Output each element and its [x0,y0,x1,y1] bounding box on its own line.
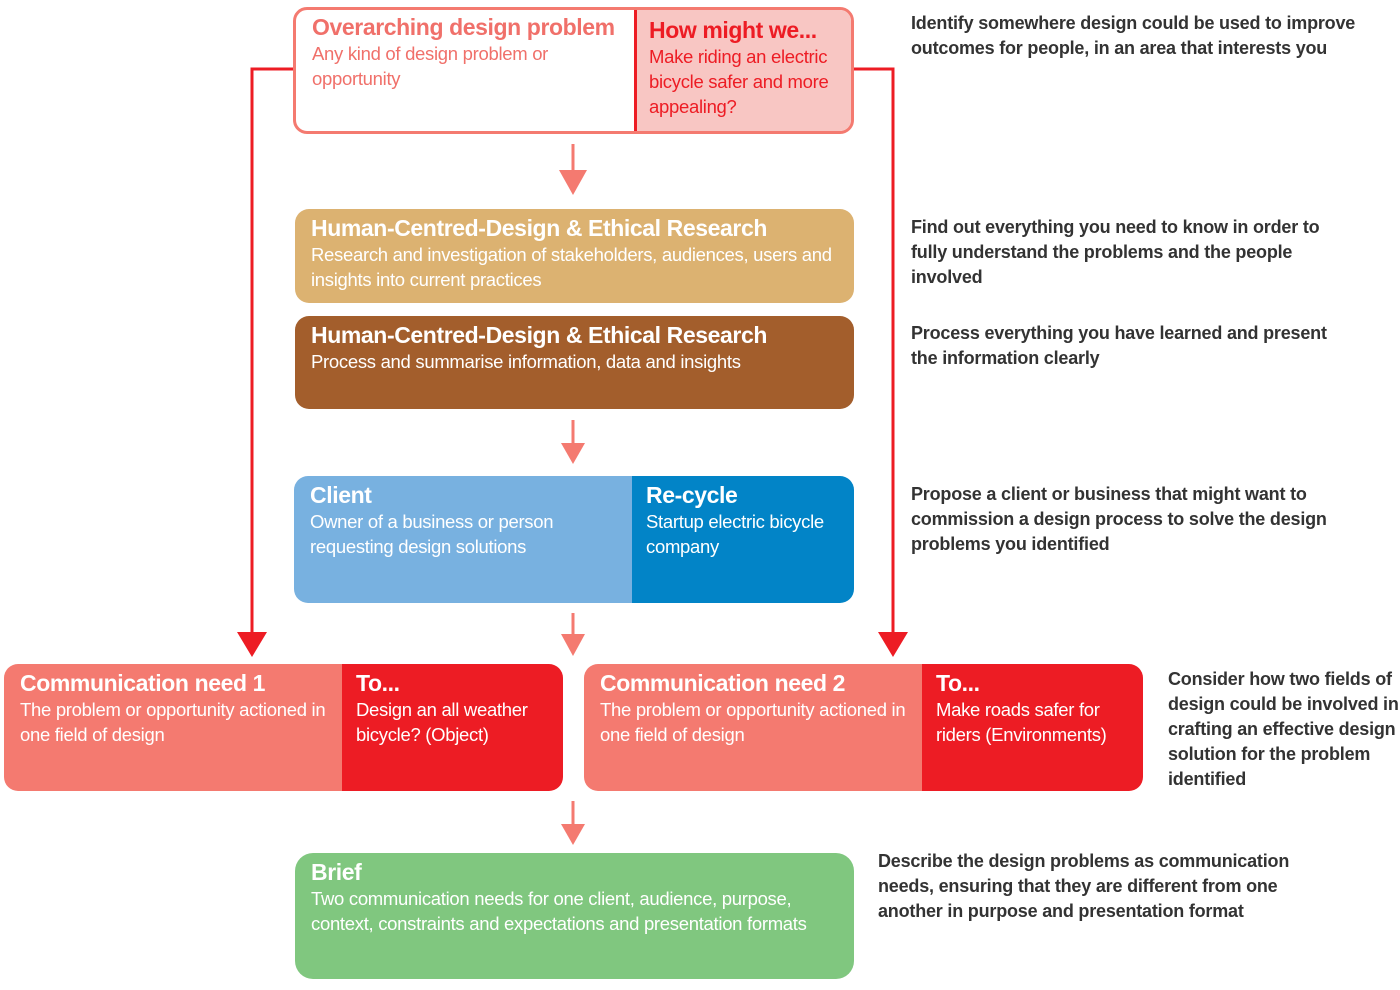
client-name-title: Re-cycle [646,482,738,508]
client-left-cell: Client Owner of a business or person req… [294,476,632,603]
need-2-to-title: To... [936,670,980,696]
arrow-problem-to-research [559,144,587,195]
brief-cell: Brief Two communication needs for one cl… [295,853,854,936]
research-title: Human-Centred-Design & Ethical Research [311,215,768,241]
brief-description: Two communication needs for one client, … [311,888,807,934]
need-1-left-cell: Communication need 1 The problem or oppo… [4,664,342,791]
need-1-to-title: To... [356,670,400,696]
need-1-to-description: Design an all weather bicycle? (Object) [356,699,528,745]
client-description: Owner of a business or person requesting… [310,511,554,557]
need-1-description: The problem or opportunity actioned in o… [20,699,326,745]
need-2-left-cell: Communication need 2 The problem or oppo… [584,664,922,791]
brief-title: Brief [311,859,362,885]
brief-box: Brief Two communication needs for one cl… [295,853,854,979]
process-title: Human-Centred-Design & Ethical Research [311,322,768,348]
how-might-we-description: Make riding an electric bicycle safer an… [649,46,829,117]
right-bracket-arrowhead [878,632,908,657]
client-box: Client Owner of a business or person req… [294,476,854,603]
need-2-to-description: Make roads safer for riders (Environment… [936,699,1107,745]
client-name-cell: Re-cycle Startup electric bicycle compan… [632,476,854,603]
how-might-we-cell: How might we... Make riding an electric … [634,10,851,131]
arrow-needs-to-brief [561,801,585,845]
note-communication-needs: Consider how two fields of design could … [1168,669,1399,789]
need-2-title: Communication need 2 [600,670,846,696]
need-1-to-cell: To... Design an all weather bicycle? (Ob… [342,664,563,791]
process-description: Process and summarise information, data … [311,351,741,372]
arrow-process-to-client [561,420,585,464]
communication-need-1-box: Communication need 1 The problem or oppo… [4,664,563,791]
problem-description: Any kind of design problem or opportunit… [312,43,549,89]
arrow-client-to-needs [561,613,585,656]
research-box: Human-Centred-Design & Ethical Research … [295,209,854,303]
research-description: Research and investigation of stakeholde… [311,244,832,290]
need-1-title: Communication need 1 [20,670,266,696]
note-process: Process everything you have learned and … [911,323,1327,368]
need-2-description: The problem or opportunity actioned in o… [600,699,906,745]
left-bracket-arrowhead [237,632,267,657]
note-research: Find out everything you need to know in … [911,217,1320,287]
process-cell: Human-Centred-Design & Ethical Research … [295,316,854,374]
problem-title: Overarching design problem [312,14,615,40]
how-might-we-title: How might we... [649,17,817,43]
process-box: Human-Centred-Design & Ethical Research … [295,316,854,409]
need-2-to-cell: To... Make roads safer for riders (Envir… [922,664,1143,791]
left-bracket-line [250,67,293,634]
problem-box: Overarching design problem Any kind of d… [293,7,854,134]
right-bracket-line [853,67,895,634]
note-brief: Describe the design problems as communic… [878,851,1290,921]
note-client: Propose a client or business that might … [911,484,1327,554]
research-cell: Human-Centred-Design & Ethical Research … [295,209,854,292]
communication-need-2-box: Communication need 2 The problem or oppo… [584,664,1143,791]
note-problem: Identify somewhere design could be used … [911,13,1356,58]
problem-left-cell: Overarching design problem Any kind of d… [296,10,634,131]
client-name-description: Startup electric bicycle company [646,511,824,557]
client-title: Client [310,482,372,508]
